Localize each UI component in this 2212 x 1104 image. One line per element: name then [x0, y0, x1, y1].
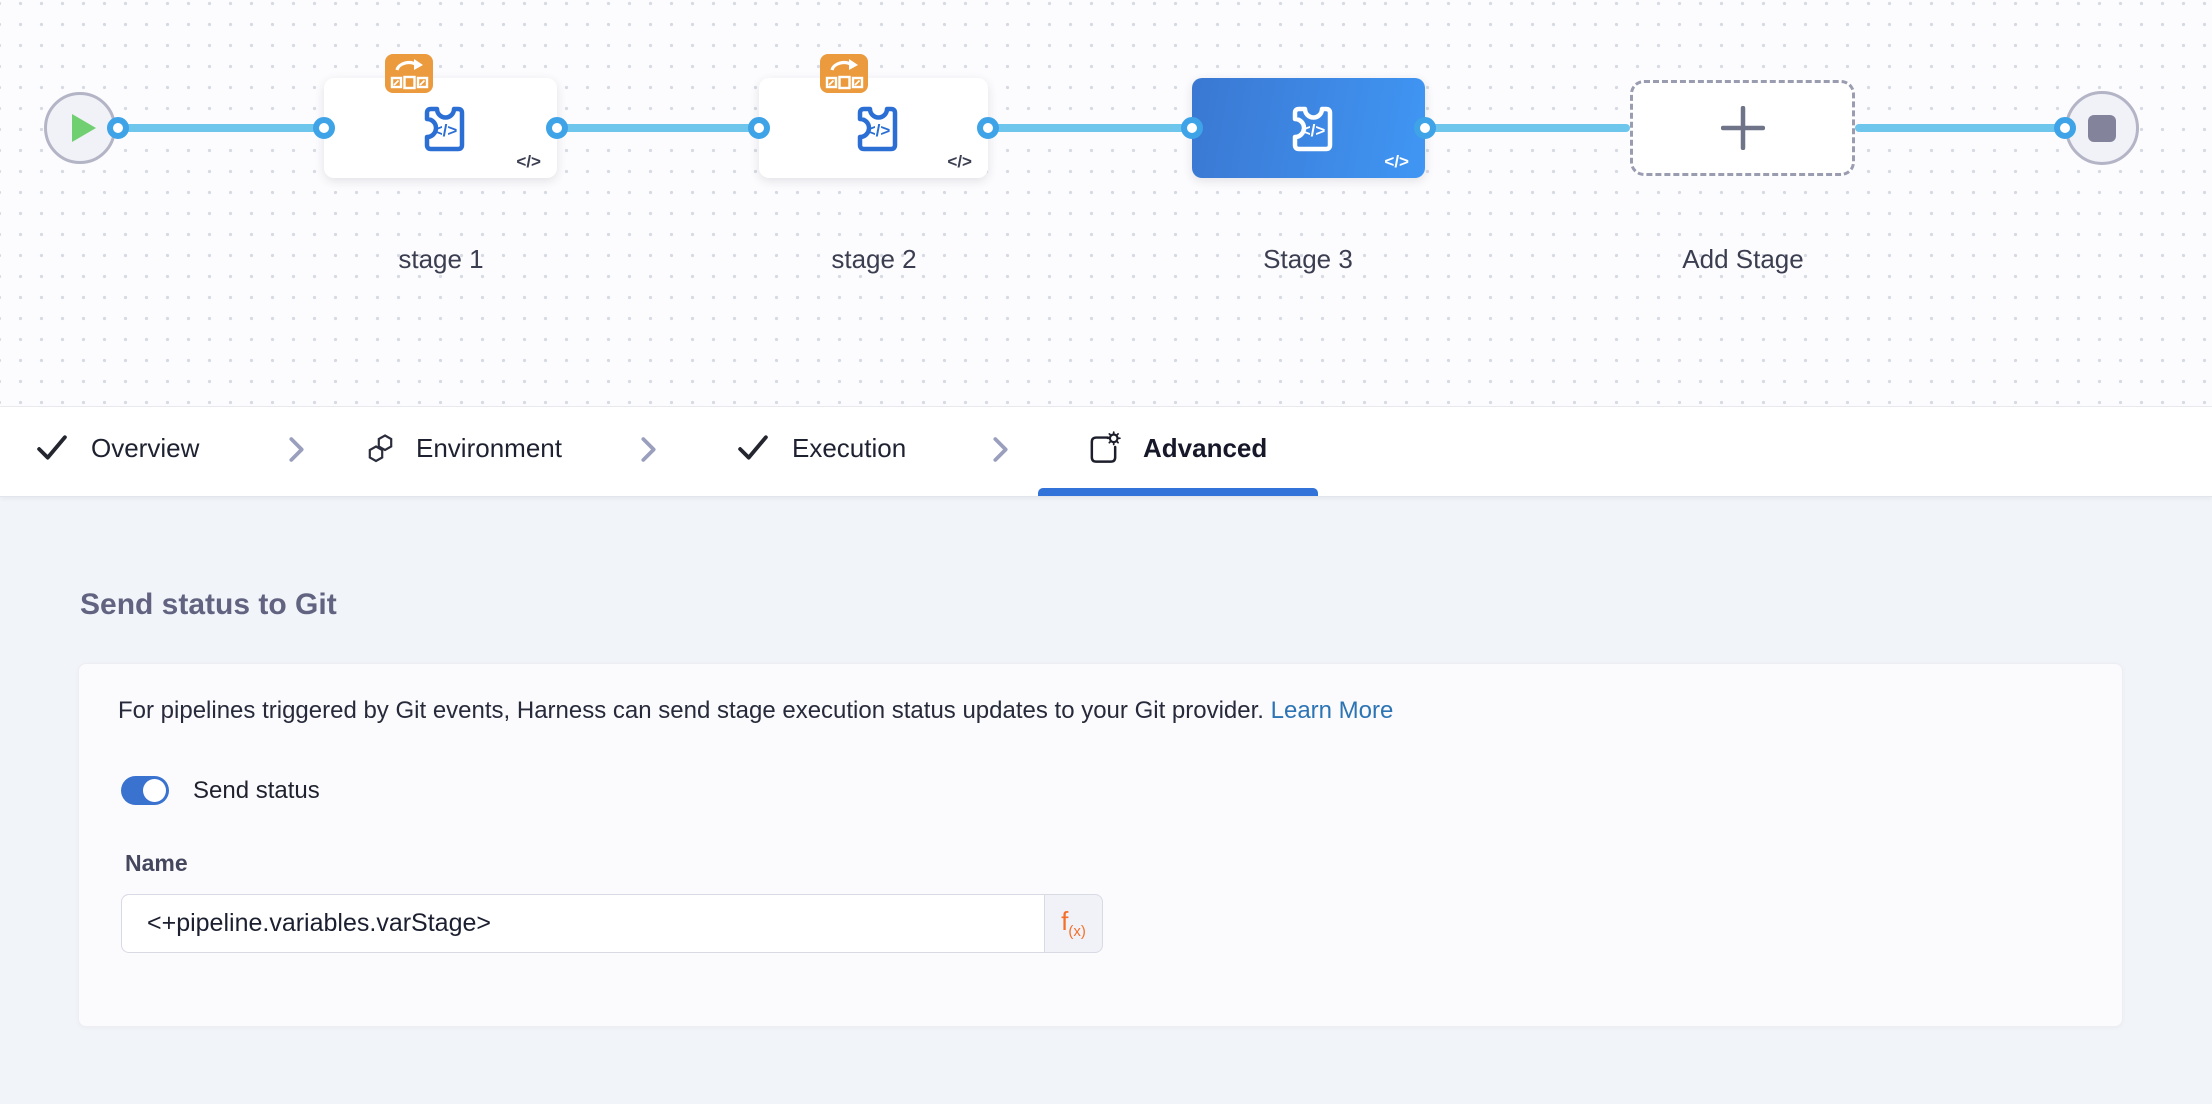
- connector-line: [118, 124, 324, 132]
- chevron-right-icon: [993, 437, 1008, 462]
- check-icon: [738, 435, 768, 460]
- template-stage-icon: </>: [1292, 106, 1332, 152]
- node-port[interactable]: [107, 117, 129, 139]
- play-icon: [71, 114, 96, 142]
- tab-execution[interactable]: Execution: [736, 407, 906, 489]
- template-stage-icon: </>: [424, 106, 464, 152]
- toggle-knob: [143, 779, 166, 802]
- svg-text:</>: </>: [865, 121, 890, 140]
- fx-icon: f(x): [1061, 906, 1086, 941]
- template-stage-icon: </>: [857, 106, 897, 152]
- tab-advanced[interactable]: Advanced: [1086, 407, 1267, 489]
- pipeline-start-node[interactable]: [44, 92, 116, 164]
- tab-overview[interactable]: Overview: [35, 407, 199, 489]
- node-port[interactable]: [1181, 117, 1203, 139]
- yaml-code-glyph: </>: [947, 152, 972, 171]
- cd-stage-badge-icon: [820, 54, 868, 93]
- stage-config-tabbar: Overview Environment Execution Advanced: [0, 407, 2212, 497]
- chevron-right-icon: [289, 437, 304, 462]
- tab-environment[interactable]: Environment: [367, 407, 562, 489]
- send-status-toggle[interactable]: [121, 776, 169, 805]
- send-status-toggle-row: Send status: [121, 776, 320, 805]
- square-gear-icon: [1090, 430, 1121, 463]
- connector-line: [1425, 124, 1630, 132]
- send-status-card: For pipelines triggered by Git events, H…: [78, 663, 2123, 1027]
- stage-label[interactable]: Stage 3: [1263, 244, 1353, 274]
- node-port[interactable]: [977, 117, 999, 139]
- stage-node-stage-1[interactable]: </> </>: [324, 78, 557, 178]
- stage-node-stage-2[interactable]: </> </>: [759, 78, 988, 178]
- hexagons-icon: [368, 433, 393, 462]
- connector-line: [557, 124, 759, 132]
- add-stage-button[interactable]: [1630, 80, 1855, 176]
- node-port[interactable]: [748, 117, 770, 139]
- plus-icon: [1720, 106, 1765, 150]
- node-port[interactable]: [313, 117, 335, 139]
- yaml-code-glyph: </>: [516, 152, 541, 171]
- stop-icon: [2088, 114, 2116, 142]
- node-port[interactable]: [546, 117, 568, 139]
- check-icon: [37, 435, 67, 460]
- yaml-code-glyph: </>: [1384, 152, 1409, 171]
- description-text: For pipelines triggered by Git events, H…: [118, 697, 1394, 724]
- tab-label: Overview: [91, 432, 200, 463]
- pipeline-canvas: </> </> </> </> </> </>: [0, 0, 2212, 407]
- chevron-right-icon: [641, 437, 656, 462]
- connector-line: [988, 124, 1192, 132]
- name-input-group: f(x): [121, 894, 1103, 953]
- advanced-tab-panel: Send status to Git For pipelines trigger…: [0, 497, 2212, 1104]
- active-tab-underline: [1038, 488, 1318, 496]
- node-port[interactable]: [1414, 117, 1436, 139]
- stage-label[interactable]: stage 1: [398, 244, 484, 274]
- svg-text:</>: </>: [432, 121, 457, 140]
- tab-label: Advanced: [1143, 432, 1268, 463]
- name-input[interactable]: [121, 894, 1044, 953]
- stage-label[interactable]: stage 2: [831, 244, 917, 274]
- svg-text:</>: </>: [1300, 121, 1325, 140]
- pipeline-end-node[interactable]: [2065, 91, 2139, 165]
- toggle-label: Send status: [193, 776, 320, 804]
- learn-more-link[interactable]: Learn More: [1270, 697, 1394, 724]
- name-field-label: Name: [125, 850, 188, 876]
- cd-stage-badge-icon: [385, 54, 433, 93]
- tab-label: Environment: [416, 432, 562, 463]
- add-stage-label[interactable]: Add Stage: [1682, 244, 1804, 274]
- node-port[interactable]: [2054, 117, 2076, 139]
- section-heading: Send status to Git: [80, 588, 337, 621]
- connector-line: [1855, 124, 2065, 132]
- tab-label: Execution: [792, 432, 907, 463]
- expression-fx-button[interactable]: f(x): [1044, 894, 1103, 953]
- stage-node-stage-3-selected[interactable]: </> </>: [1192, 78, 1425, 178]
